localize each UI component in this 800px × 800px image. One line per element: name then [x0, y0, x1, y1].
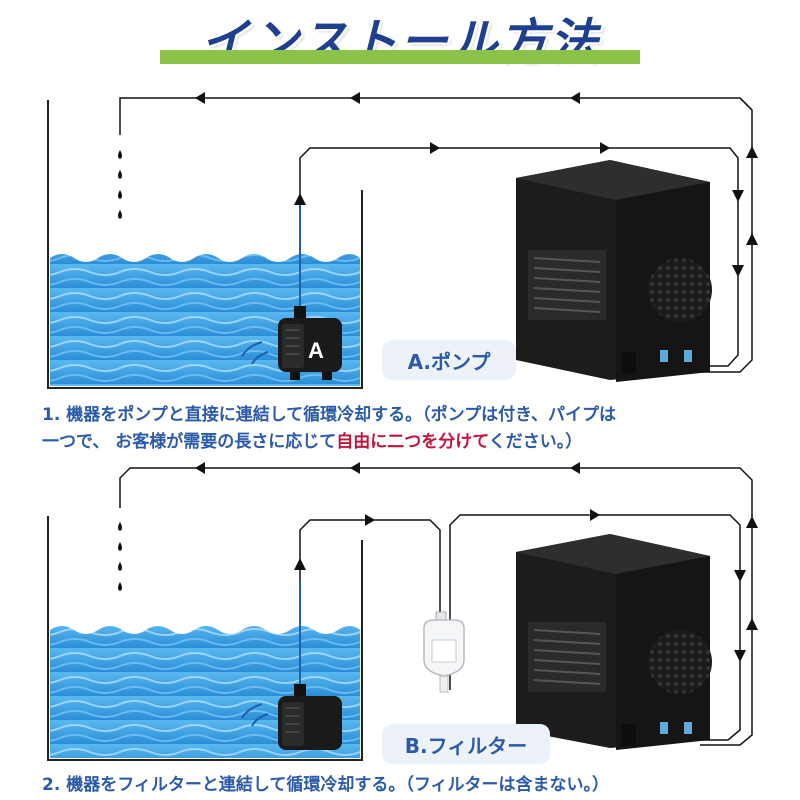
title-underline — [160, 50, 640, 64]
caption-pump: A.ポンプ — [382, 340, 516, 380]
pump-b — [278, 684, 342, 750]
note-a-highlight: 自由に二つを分けて — [336, 432, 489, 452]
pump-a-label: A — [308, 338, 324, 363]
water-drops-a — [118, 150, 122, 219]
note-a-line2-pre: 一つで、 お客様が需要の長さに応じて — [42, 432, 337, 452]
note-b-line1: 2. 機器をフィルターと連結して循環冷却する。（フィルターは含まない。） — [42, 775, 610, 795]
section-b-diagram — [47, 462, 758, 761]
note-a: 1. 機器をポンプと直接に連結して循環冷却する。（ポンプは付き、パイプは 一つで… — [42, 402, 616, 456]
chiller-b — [516, 534, 712, 750]
filter — [423, 611, 465, 693]
tank-a — [47, 100, 363, 389]
note-a-line1: 1. 機器をポンプと直接に連結して循環冷却する。（ポンプは付き、パイプは — [42, 405, 616, 425]
filter-to-chiller-pipe — [449, 514, 741, 741]
tank-b — [47, 516, 363, 761]
pump-a — [278, 306, 342, 380]
chiller-a — [516, 160, 712, 382]
water-drops-b — [118, 522, 122, 591]
section-a-diagram — [47, 92, 758, 389]
caption-filter: B.フィルター — [382, 724, 550, 764]
return-pipe-b — [119, 467, 753, 746]
supply-pipe-a — [299, 147, 739, 367]
note-b: 2. 機器をフィルターと連結して循環冷却する。（フィルターは含まない。） — [42, 772, 609, 799]
note-a-line2-post: ください。） — [488, 432, 583, 452]
note-a-line2: 一つで、 お客様が需要の長さに応じて自由に二つを分けてください。） — [42, 429, 616, 456]
